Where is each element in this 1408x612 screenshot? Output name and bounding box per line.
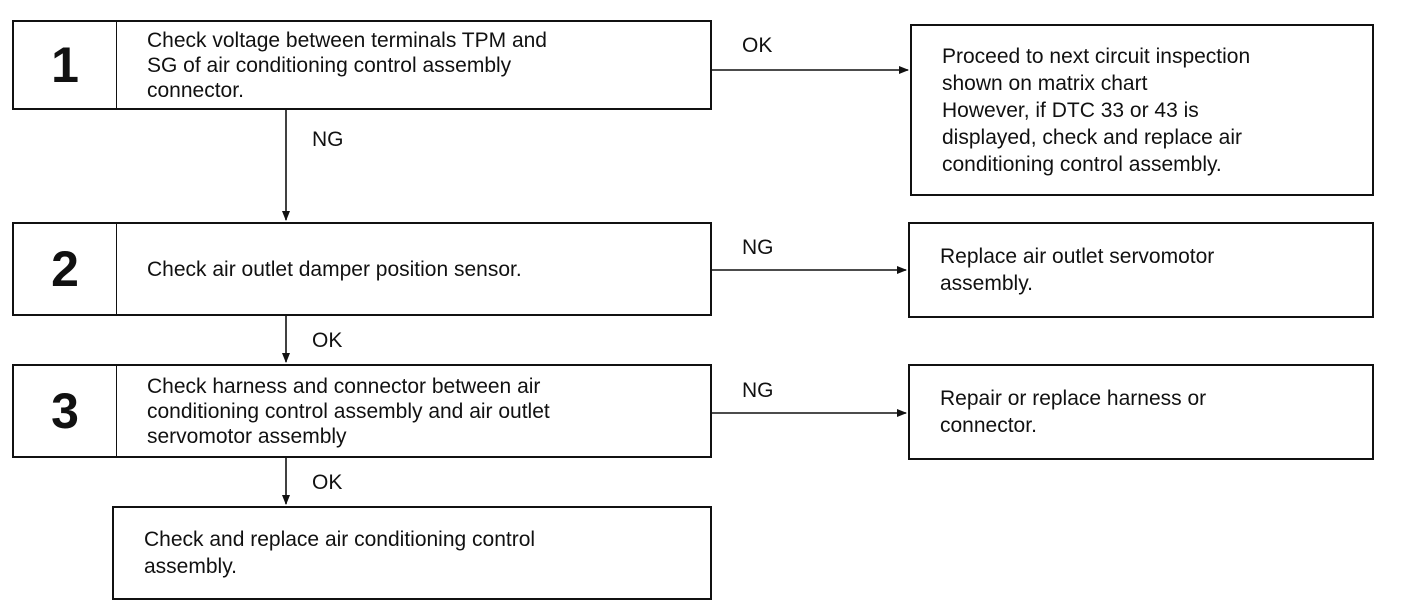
result-1-box: Proceed to next circuit inspection shown… — [910, 24, 1374, 196]
step-3-text: Check harness and connector between air … — [147, 374, 550, 448]
step-1-number: 1 — [14, 22, 117, 108]
step-3-number: 3 — [14, 366, 117, 456]
result-1-text: Proceed to next circuit inspection shown… — [942, 44, 1251, 176]
step-2-ok-label: OK — [312, 329, 343, 352]
step-1-ok-label: OK — [742, 34, 773, 57]
step-3-ng-label: NG — [742, 379, 774, 402]
step-2-text: Check air outlet damper position sensor. — [147, 257, 522, 281]
step-2-ng-label: NG — [742, 236, 774, 259]
final-action-box: Check and replace air conditioning contr… — [112, 506, 712, 600]
result-2-box: Replace air outlet servomotor assembly. — [908, 222, 1374, 318]
step-2-box: 2 Check air outlet damper position senso… — [12, 222, 712, 316]
result-3-box: Repair or replace harness or connector. — [908, 364, 1374, 460]
step-1-ng-label: NG — [312, 128, 344, 151]
step-3-ok-label: OK — [312, 471, 343, 494]
step-1-box: 1 Check voltage between terminals TPM an… — [12, 20, 712, 110]
step-1-text: Check voltage between terminals TPM and … — [147, 28, 547, 102]
step-2-number: 2 — [14, 224, 117, 314]
result-2-text: Replace air outlet servomotor assembly. — [940, 245, 1215, 295]
step-3-box: 3 Check harness and connector between ai… — [12, 364, 712, 458]
result-3-text: Repair or replace harness or connector. — [940, 387, 1207, 437]
final-action-text: Check and replace air conditioning contr… — [144, 528, 536, 578]
